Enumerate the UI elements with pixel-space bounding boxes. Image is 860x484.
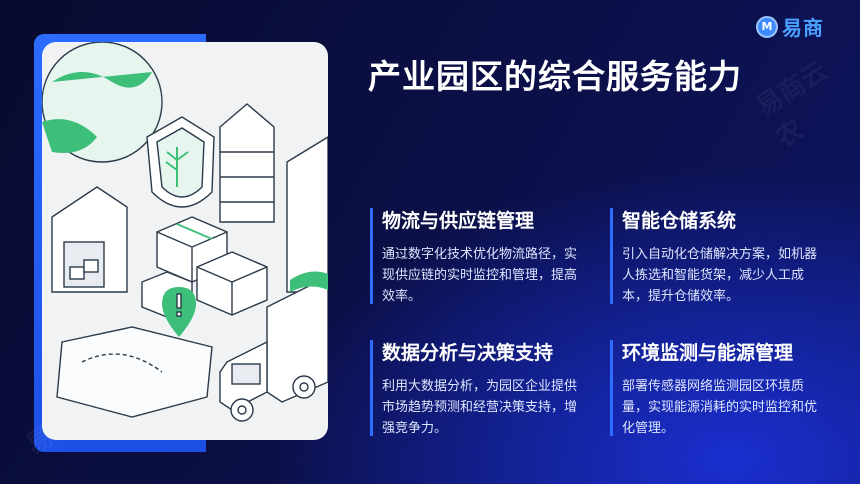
card-environment-energy: 环境监测与能源管理 部署传感器网络监测园区环境质量，实现能源消耗的实时监控和优化… — [610, 340, 820, 439]
card-accent-bar — [370, 208, 373, 304]
brand-name: 易商 — [782, 16, 824, 40]
card-text: 通过数字化技术优化物流路径，实现供应链的实时监控和管理，提高效率。 — [382, 247, 578, 304]
brand-logo: M 易商 — [756, 12, 824, 41]
card-heading: 智能仓储系统 — [622, 210, 737, 232]
card-text: 部署传感器网络监测园区环境质量，实现能源消耗的实时监控和优化管理。 — [622, 379, 818, 436]
watermark: 易商云农 — [751, 55, 834, 155]
page-title: 产业园区的综合服务能力 — [368, 57, 742, 96]
warehouse-illustration-svg — [42, 42, 328, 422]
card-data-analysis: 数据分析与决策支持 利用大数据分析，为园区企业提供市场趋势预测和经营决策支持，增… — [370, 340, 580, 439]
card-heading: 物流与供应链管理 — [382, 210, 535, 232]
card-heading: 数据分析与决策支持 — [382, 342, 554, 364]
card-accent-bar — [370, 340, 373, 436]
card-accent-bar — [610, 208, 613, 304]
logo-badge-icon: M — [756, 15, 778, 38]
logistics-illustration — [42, 42, 328, 440]
card-accent-bar — [610, 340, 613, 436]
card-text: 引入自动化仓储解决方案，如机器人拣选和智能货架，减少人工成本，提升仓储效率。 — [622, 247, 818, 304]
card-heading: 环境监测与能源管理 — [622, 342, 794, 364]
card-smart-warehouse: 智能仓储系统 引入自动化仓储解决方案，如机器人拣选和智能货架，减少人工成本，提升… — [610, 208, 820, 307]
card-text: 利用大数据分析，为园区企业提供市场趋势预测和经营决策支持，增强竞争力。 — [382, 379, 578, 436]
card-logistics: 物流与供应链管理 通过数字化技术优化物流路径，实现供应链的实时监控和管理，提高效… — [370, 208, 580, 307]
